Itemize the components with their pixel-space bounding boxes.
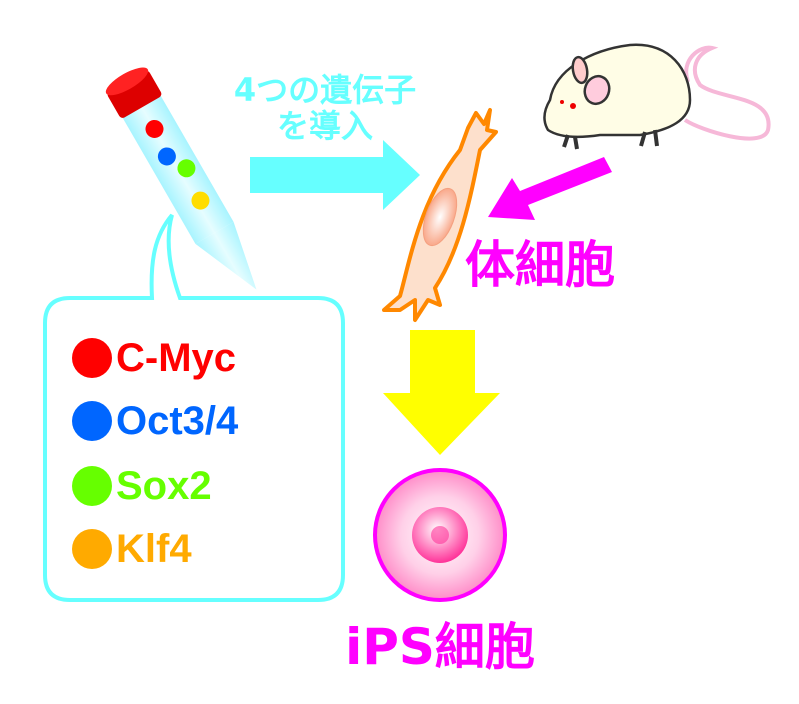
gene-name: Klf4 (116, 527, 192, 571)
transfer-label-line1: 4つの遺伝子 (233, 71, 417, 109)
gene-item-c-myc: C-Myc (72, 338, 236, 378)
red-dot-icon (72, 338, 112, 378)
gene-name: Sox2 (116, 464, 212, 508)
gene-item-oct3-4: Oct3/4 (72, 401, 238, 441)
mouse-icon (543, 43, 771, 150)
test-tube-icon (105, 67, 257, 290)
reprogram-arrow (383, 330, 500, 455)
gene-name: C-Myc (116, 336, 237, 380)
transfer-arrow (250, 140, 420, 210)
orange-dot-icon (72, 529, 112, 569)
green-dot-icon (72, 466, 112, 506)
ips-cell-label: iPS細胞 (345, 618, 535, 676)
gene-name: Oct3/4 (116, 399, 239, 443)
somatic-cell-label: 体細胞 (465, 236, 615, 294)
somatic-cell-icon (382, 108, 498, 322)
transfer-label-line2: を導入 (276, 107, 373, 145)
gene-callout-box (43, 213, 345, 602)
gene-item-klf4: Klf4 (72, 529, 192, 569)
mouse-to-cell-arrow (488, 157, 612, 220)
gene-item-sox2: Sox2 (72, 466, 212, 506)
blue-dot-icon (72, 401, 112, 441)
ips-cell-icon (373, 468, 507, 602)
